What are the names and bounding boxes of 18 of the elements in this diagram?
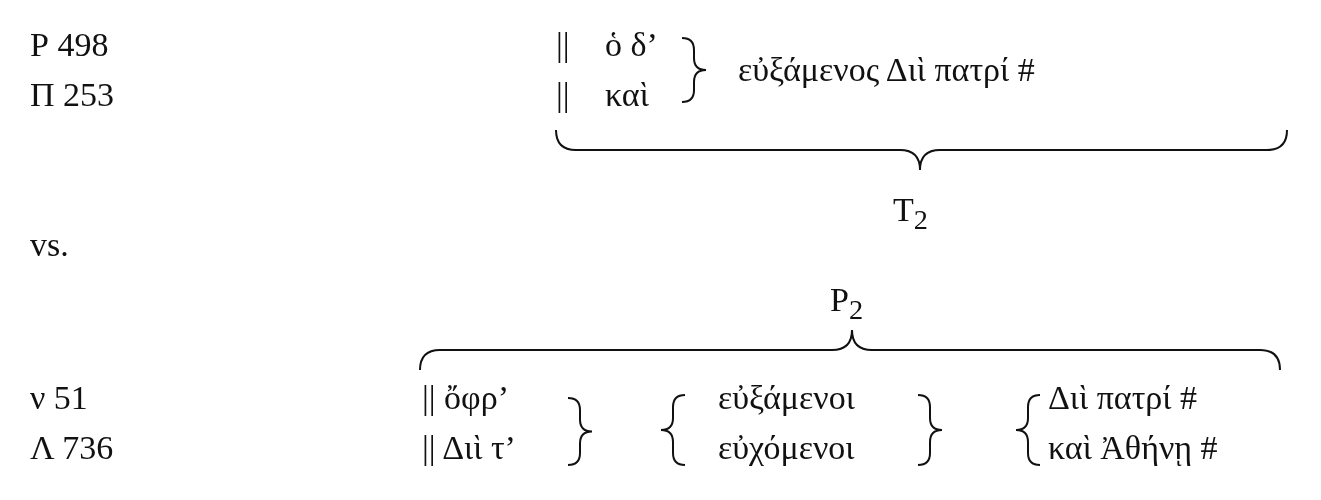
text-label: || [556, 75, 570, 115]
text-label: || Διὶ τ’ [422, 428, 516, 468]
text-label: vs. [30, 225, 69, 265]
text-label: Π 253 [30, 75, 115, 115]
text-label: T$_{2}$ [893, 190, 928, 237]
text-label: καὶ Ἀθήνῃ # [1048, 428, 1218, 468]
text-label: || [556, 25, 570, 65]
text-label: καὶ [605, 75, 649, 115]
text-label: εὐξάμενος Διὶ πατρί # [738, 50, 1035, 90]
text-label: ν 51 [30, 378, 88, 418]
text-label: Λ 736 [30, 428, 114, 468]
text-label: ὁ δ’ [605, 25, 658, 65]
text-label: εὐξάμενοι [718, 378, 855, 418]
text-label: || ὄφρ’ [422, 378, 510, 418]
text-label: εὐχόμενοι [718, 428, 855, 468]
text-label: P$_{2}$ [830, 280, 864, 327]
text-label: Ρ 498 [30, 25, 109, 65]
text-label: Διὶ πατρί # [1048, 378, 1197, 418]
